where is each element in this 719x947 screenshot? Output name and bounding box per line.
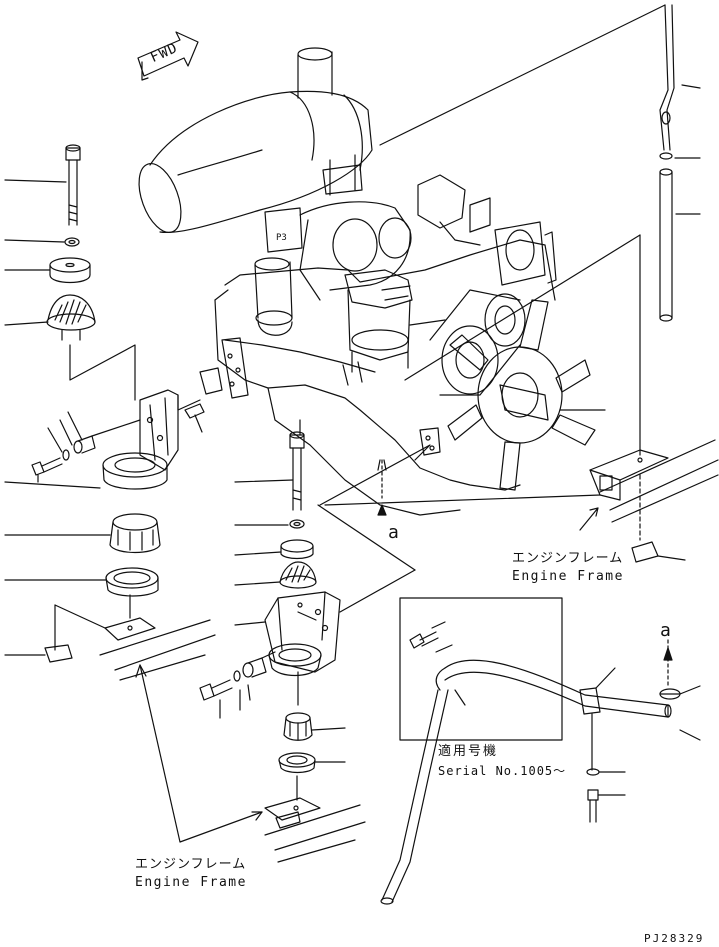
left-mount-stack [4, 144, 216, 681]
serial-note-jp: 適用号機 [438, 744, 499, 759]
engine-frame-label-jp-right: エンジンフレーム [512, 551, 624, 566]
dipstick-tube [379, 4, 701, 456]
serial-detail-box [380, 597, 701, 905]
serial-note-en: Serial No.1005～ [438, 764, 567, 778]
engine-frame-label-en-right: Engine Frame [512, 569, 624, 584]
engine-frame-label-jp-lower: エンジンフレーム [135, 857, 247, 872]
fwd-arrow-icon [137, 31, 199, 81]
fan-icon [447, 299, 596, 491]
reference-mark-a-upper: a [388, 522, 399, 543]
engine-frame-label-en-lower: Engine Frame [135, 875, 247, 890]
center-mount-stack [199, 419, 366, 863]
reference-mark-a-lower: a [660, 620, 671, 641]
drawing-code: PJ28329 [644, 932, 705, 945]
svg-text:P3: P3 [276, 233, 287, 243]
right-frame-area [579, 439, 719, 563]
engine-assembly: P3 [138, 47, 596, 516]
